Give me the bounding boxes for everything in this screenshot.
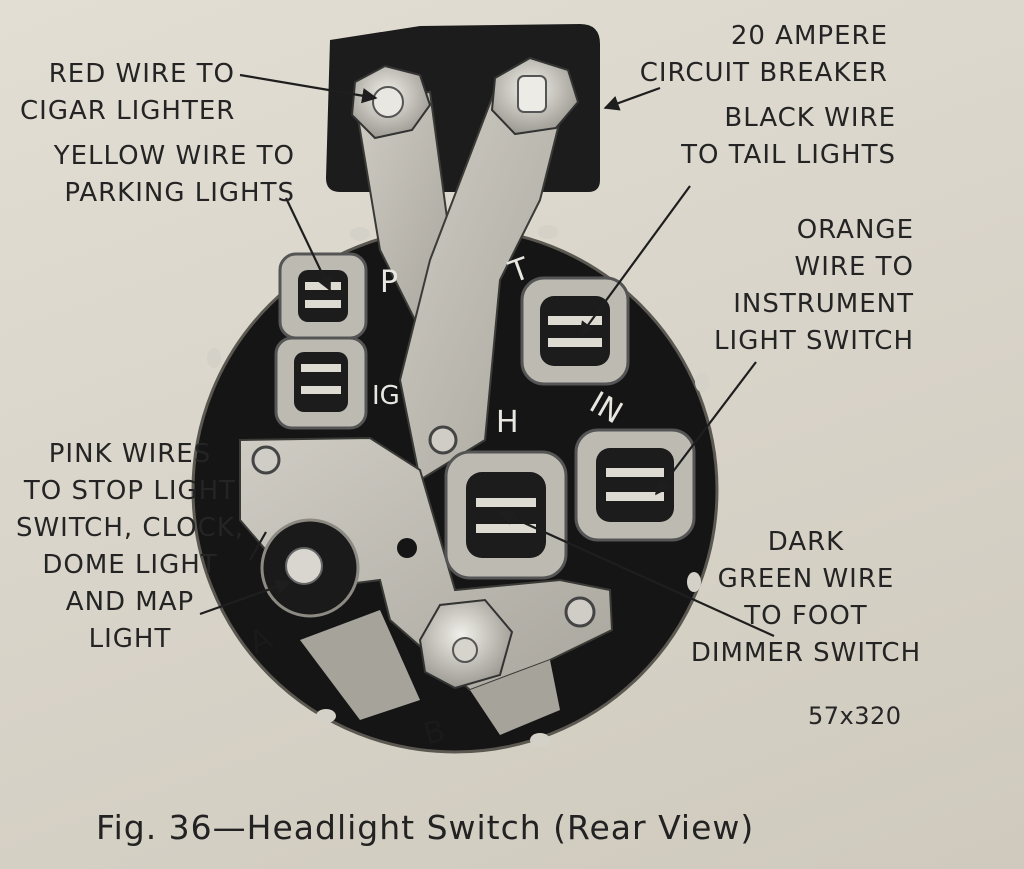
leader-lines [199, 73, 775, 638]
label-orange-wire: ORANGE WIRE TO INSTRUMENT LIGHT SWITCH [714, 215, 914, 356]
nut-bottom [418, 598, 514, 690]
socket-parking-lights [278, 252, 368, 340]
socket-instrument-light [574, 428, 696, 542]
label-red-wire: RED WIRE TO CIGAR LIGHTER [20, 59, 236, 126]
bottom-right-wedge [470, 660, 560, 735]
hole-right [564, 596, 596, 628]
nut-circuit-breaker [490, 56, 580, 136]
label-dark-green-wire: DARK GREEN WIRE TO FOOT DIMMER SWITCH [690, 527, 922, 668]
hole-dark [397, 538, 417, 558]
figure-caption: Fig. 36—Headlight Switch (Rear View) [96, 808, 755, 847]
rim-tabs [207, 225, 709, 747]
hole-left [251, 445, 281, 475]
label-yellow-wire: YELLOW WIRE TO PARKING LIGHTS [53, 141, 295, 208]
leader-dark-green-wire [498, 510, 775, 638]
post-a [260, 518, 360, 618]
leader-circuit-breaker [603, 86, 661, 111]
leader-orange-wire [655, 361, 757, 496]
label-black-wire: BLACK WIRE TO TAIL LIGHTS [681, 103, 896, 170]
leader-red-wire [239, 73, 378, 104]
bottom-wedge [300, 610, 420, 720]
leader-pink-wires [199, 579, 292, 616]
terminal-ig: IG [372, 381, 400, 411]
socket-ig [274, 336, 368, 430]
socket-tail-lights [520, 276, 630, 386]
label-pink-wires: PINK WIRES TO STOP LIGHT SWITCH, CLOCK, … [15, 439, 245, 654]
terminal-p: P [380, 265, 398, 300]
leader-pink-wires-2 [249, 531, 267, 561]
hole-center [428, 425, 458, 455]
leader-yellow-wire [285, 197, 331, 292]
nut-red-wire [350, 64, 432, 140]
right-strap [398, 88, 567, 482]
terminal-h: H [496, 405, 519, 440]
leader-black-wire [579, 185, 691, 338]
label-circuit-breaker: 20 AMPERE CIRCUIT BREAKER [639, 21, 888, 88]
reference-code: 57x320 [808, 702, 902, 730]
